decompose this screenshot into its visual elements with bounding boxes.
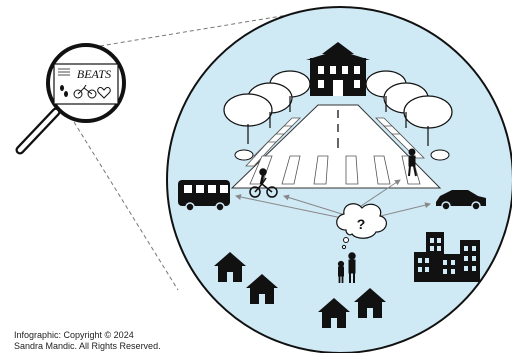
copyright-line-1: Infographic: Copyright © 2024 — [14, 330, 134, 340]
house-icon — [318, 288, 386, 328]
school-icon — [306, 42, 370, 96]
footprints-icon — [60, 85, 68, 97]
copyright-line-2: Sandra Mandic. All Rights Reserved. — [14, 341, 161, 351]
tree-icon — [223, 70, 311, 144]
pedestrian-icon — [408, 148, 417, 177]
parent-child-icon — [337, 252, 356, 283]
apartment-buildings-icon — [414, 232, 480, 282]
question-mark: ? — [357, 216, 366, 232]
cyclist-icon — [249, 168, 278, 198]
tree-icon — [365, 70, 453, 146]
beats-logo: BEATS — [53, 63, 119, 105]
house-icon — [214, 252, 278, 304]
bus-icon — [178, 180, 230, 212]
heart-icon — [97, 87, 111, 99]
car-icon — [436, 190, 486, 211]
thought-bubble-icon: ? — [336, 203, 387, 250]
zoom-lines — [73, 9, 319, 291]
bicycle-icon — [73, 84, 97, 99]
logo-text: BEATS — [77, 67, 111, 81]
bush-icon — [234, 149, 450, 161]
